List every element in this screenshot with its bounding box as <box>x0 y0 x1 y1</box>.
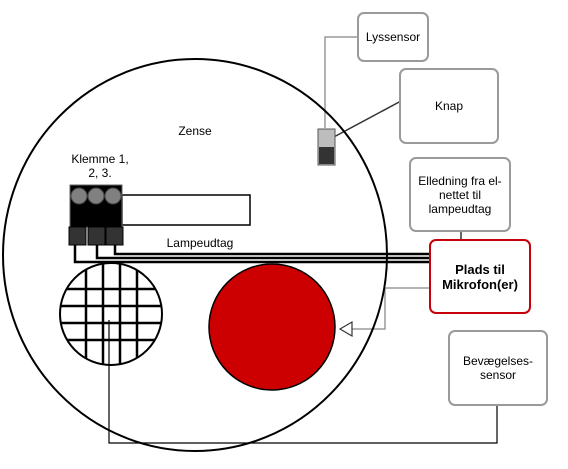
terminal-socket-1 <box>68 226 87 246</box>
terminal-screw-3 <box>104 187 122 205</box>
lyssensor-text: Lyssensor <box>365 30 421 44</box>
zense-label: Zense <box>178 124 212 138</box>
microphone-circle <box>208 263 336 391</box>
mikrofon-arrow <box>338 320 353 338</box>
lyssensor-connector <box>324 36 357 128</box>
sensor-cable <box>108 320 498 444</box>
sensor-grid-ring <box>59 262 163 366</box>
knap-box: Knap <box>399 68 499 144</box>
knap-connector <box>331 100 402 139</box>
klemme-label: Klemme 1, 2, 3. <box>71 152 129 180</box>
terminal-socket-2 <box>87 226 106 246</box>
bevaegelse-box: Bevægelses- sensor <box>448 330 548 406</box>
bevaegelse-text: Bevægelses- sensor <box>462 354 534 382</box>
knap-text: Knap <box>434 99 464 113</box>
cable-2 <box>95 244 431 260</box>
mikrofon-box: Plads til Mikrofon(er) <box>429 239 531 314</box>
sensor-grid <box>60 263 162 365</box>
cable-3 <box>113 244 431 256</box>
mikrofon-connector <box>352 287 431 330</box>
mikrofon-text: Plads til Mikrofon(er) <box>442 261 518 292</box>
terminal-screw-1 <box>70 187 88 205</box>
terminal-socket-3 <box>105 226 124 246</box>
terminal-screw-2 <box>87 187 105 205</box>
elledning-box: Elledning fra el- nettet til lampeudtag <box>409 157 511 232</box>
knap-switch-toggle <box>319 147 334 164</box>
lampeudtag-socket <box>121 194 251 226</box>
lampeudtag-label: Lampeudtag <box>166 236 234 250</box>
lyssensor-box: Lyssensor <box>357 12 429 62</box>
elledning-text: Elledning fra el- nettet til lampeudtag <box>418 173 502 216</box>
cable-1 <box>73 244 431 264</box>
